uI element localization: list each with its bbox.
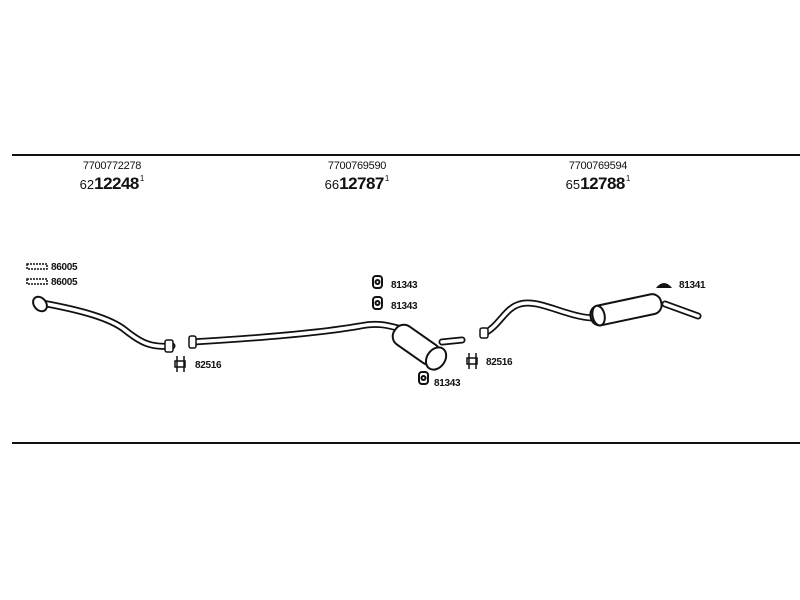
middle-silencer-icon bbox=[391, 323, 448, 371]
part-prefix: 62 bbox=[79, 177, 95, 192]
callout-clamp[interactable]: 82516 bbox=[195, 360, 222, 371]
rear-silencer-icon bbox=[589, 293, 663, 327]
gasket-icon bbox=[26, 263, 48, 270]
part-prefix: 66 bbox=[324, 177, 340, 192]
callout-hanger[interactable]: 81343 bbox=[391, 280, 418, 291]
callout-gasket[interactable]: 86005 bbox=[51, 262, 78, 273]
part-number: 12788 bbox=[580, 174, 625, 193]
hanger-icon bbox=[372, 296, 383, 310]
callout-rubber-mount[interactable]: 81341 bbox=[679, 280, 706, 291]
front-pipe bbox=[38, 299, 176, 350]
part-middle-silencer[interactable]: 7700769590 66127871 bbox=[325, 161, 390, 193]
hanger-icon bbox=[372, 275, 383, 289]
callout-clamp[interactable]: 82516 bbox=[486, 357, 513, 368]
oem-number: 7700769594 bbox=[568, 160, 628, 172]
callout-gasket[interactable]: 86005 bbox=[51, 277, 78, 288]
oem-number: 7700769590 bbox=[327, 160, 387, 172]
part-quantity: 1 bbox=[384, 174, 390, 183]
flange-icon bbox=[32, 295, 48, 313]
part-number: 12787 bbox=[339, 174, 384, 193]
oem-number: 7700772278 bbox=[82, 160, 142, 172]
part-front-pipe[interactable]: 7700772278 62122481 bbox=[80, 161, 145, 193]
top-divider bbox=[12, 154, 800, 156]
part-quantity: 1 bbox=[625, 174, 631, 183]
part-number: 12248 bbox=[94, 174, 139, 193]
callout-hanger[interactable]: 81343 bbox=[434, 378, 461, 389]
part-prefix: 65 bbox=[565, 177, 581, 192]
part-quantity: 1 bbox=[139, 174, 145, 183]
part-rear-silencer[interactable]: 7700769594 65127881 bbox=[566, 161, 631, 193]
hanger-icon bbox=[418, 371, 429, 385]
clamp-icon bbox=[174, 356, 186, 372]
clamp-icon bbox=[466, 353, 478, 369]
rubber-mount-icon bbox=[656, 283, 672, 288]
bottom-divider bbox=[12, 442, 800, 444]
gasket-icon bbox=[26, 278, 48, 285]
callout-hanger[interactable]: 81343 bbox=[391, 301, 418, 312]
